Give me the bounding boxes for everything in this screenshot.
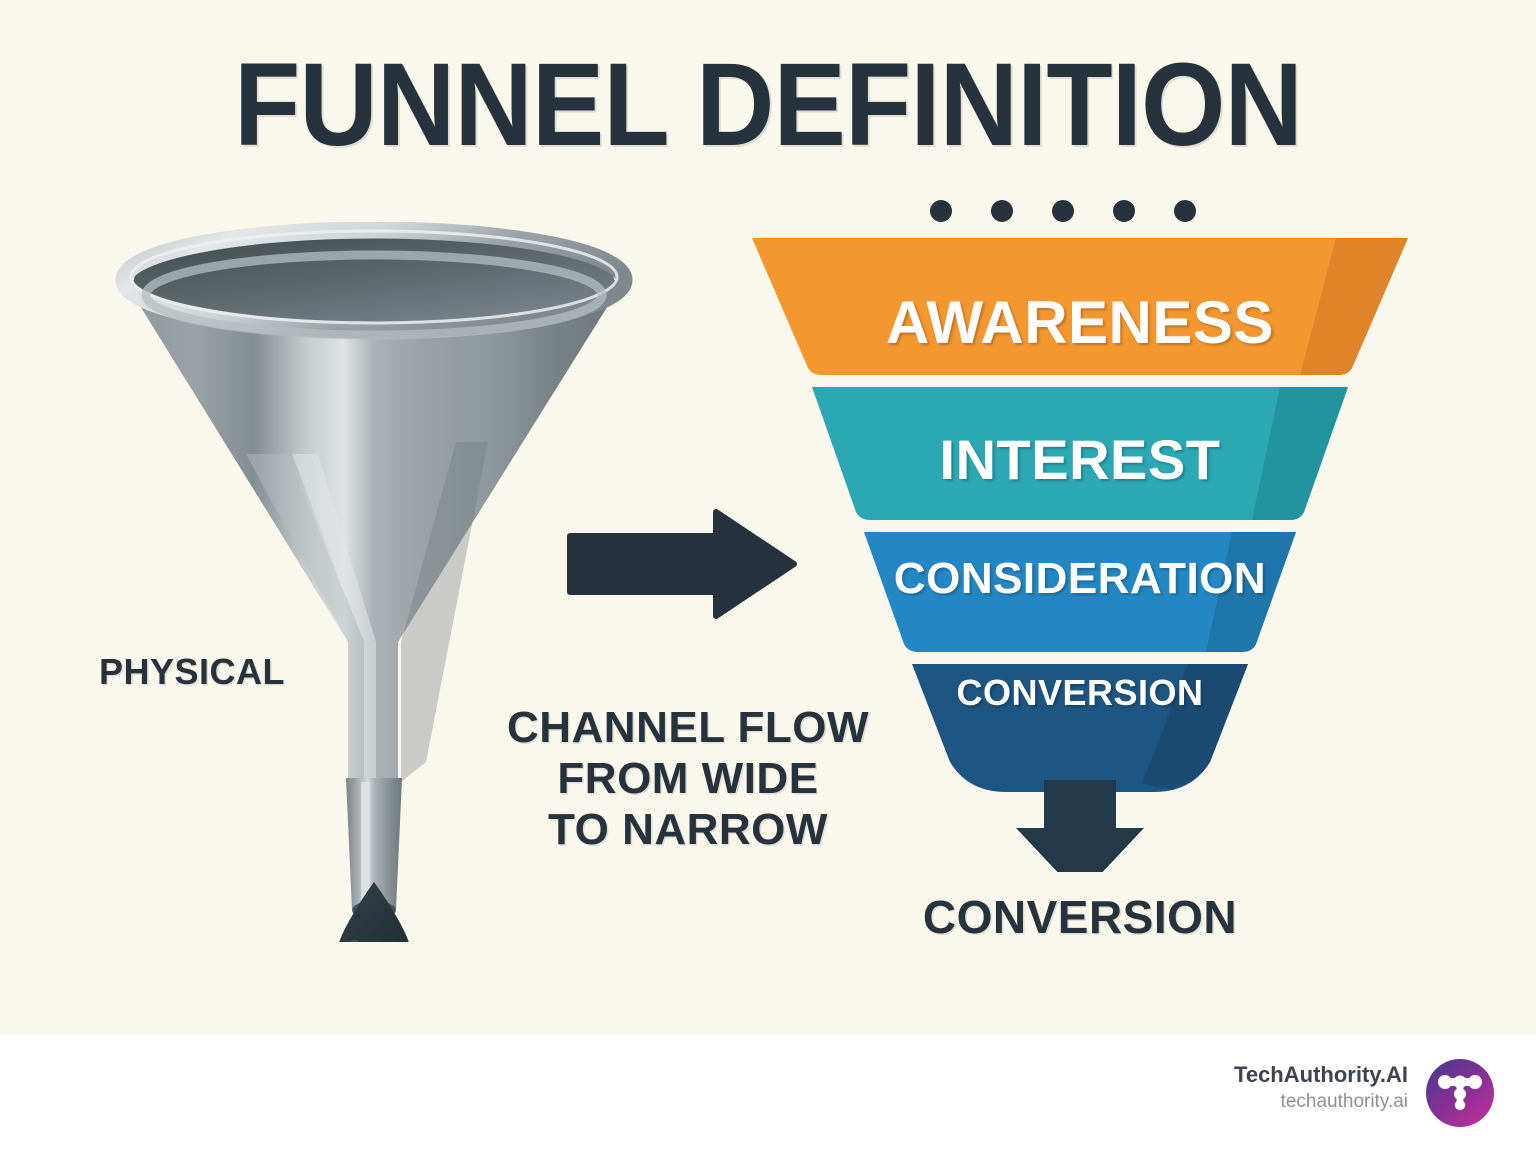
funnel-rim-inner-ring <box>141 250 607 340</box>
page-title: FUNNEL DEFINITION <box>234 39 1303 171</box>
funnel-stem <box>346 778 402 910</box>
dot-4 <box>1113 200 1135 222</box>
physical-label: PHYSICAL <box>99 651 286 692</box>
funnel-stem-highlight <box>361 782 370 907</box>
stage-shade-awareness <box>1300 238 1408 375</box>
brand-block: TechAuthority.AI techauthority.ai <box>1234 1061 1408 1114</box>
droplet-icon <box>339 882 409 942</box>
brand-url: techauthority.ai <box>1280 1090 1408 1112</box>
funnel-stage-awareness[interactable] <box>752 238 1408 375</box>
funnel-stage-consideration[interactable] <box>864 532 1296 652</box>
funnel-outflow-arrow <box>1016 780 1144 872</box>
stage-shade-consideration <box>1206 532 1296 652</box>
brand-name: TechAuthority.AI <box>1234 1062 1408 1087</box>
funnel-cone-specular <box>292 454 376 782</box>
dot-1 <box>930 200 952 222</box>
stage-body-interest <box>812 387 1348 520</box>
funnel-stage-conversion[interactable] <box>912 664 1248 792</box>
funnel-cone-highlight <box>246 454 364 782</box>
conversion-output-label: CONVERSION <box>922 891 1238 943</box>
dot-5 <box>1174 200 1196 222</box>
funnel-cone-shadow <box>401 442 488 782</box>
flow-caption: CHANNEL FLOW FROM WIDE TO NARROW <box>468 702 908 855</box>
poster-body: FUNNEL DEFINITION <box>0 0 1536 1035</box>
dot-2 <box>991 200 1013 222</box>
marketing-funnel-graphic <box>752 238 1408 872</box>
funnel-stage-interest[interactable] <box>812 387 1348 520</box>
decorative-dots <box>930 200 1196 222</box>
flow-caption-line-3: TO NARROW <box>548 805 828 855</box>
stage-body-awareness <box>752 238 1408 375</box>
footer-bar: TechAuthority.AI techauthority.ai <box>0 1035 1536 1154</box>
dot-3 <box>1052 200 1074 222</box>
down-arrow-icon <box>1016 804 1144 872</box>
stage-shade-conversion <box>1142 664 1248 789</box>
physical-funnel-icon <box>115 222 633 942</box>
funnel-cone <box>124 280 624 782</box>
funnel-rim-highlight <box>129 229 619 325</box>
techauthority-t-logo-icon <box>1426 1059 1494 1127</box>
flow-caption-line-2: FROM WIDE <box>557 754 819 804</box>
right-arrow-icon <box>567 509 797 619</box>
stage-body-consideration <box>864 532 1296 652</box>
stage-shade-interest <box>1252 387 1348 520</box>
flow-caption-line-1: CHANNEL FLOW <box>506 703 870 752</box>
